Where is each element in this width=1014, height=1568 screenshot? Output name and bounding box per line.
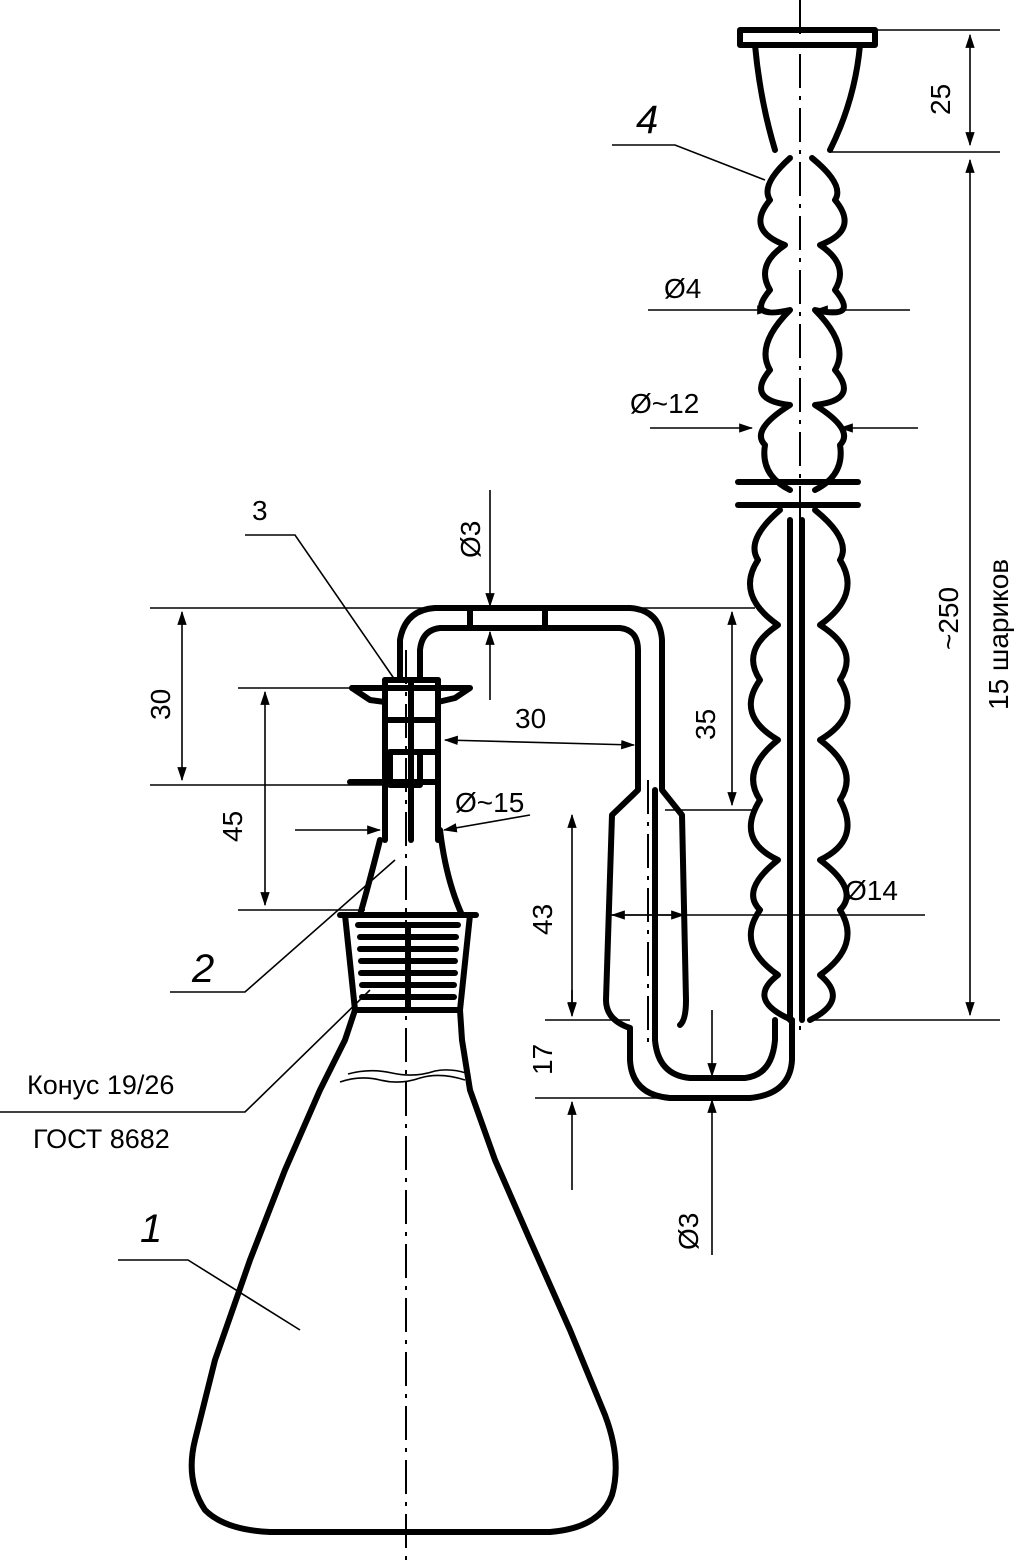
callout-tube: 3 [252, 495, 268, 526]
dimension-lines [150, 29, 1000, 1255]
dim-ball-count: 15 шариков [983, 559, 1014, 710]
callout-flask: 1 [140, 1207, 162, 1251]
callout-absorber: 4 [636, 98, 658, 142]
dim-trap-height-17: 17 [527, 1044, 558, 1075]
dim-top-neck-height: 25 [925, 84, 956, 115]
dim-ball-diameter: Ø~12 [630, 388, 699, 419]
flask-body [188, 1007, 619, 1535]
dim-side-height-45: 45 [217, 811, 248, 842]
dim-side-diameter-15: Ø~15 [455, 787, 524, 818]
dim-trap-height-35: 35 [690, 709, 721, 740]
inlet-tube [347, 677, 473, 843]
dim-bottom-tube-diameter: Ø3 [673, 1213, 704, 1250]
dim-trap-diameter-14: Ø14 [845, 875, 898, 906]
note-gost: ГОСТ 8682 [33, 1124, 170, 1154]
leader-lines [0, 144, 766, 1331]
dim-ball-column-height: ~250 [933, 587, 964, 650]
connecting-tube [397, 605, 795, 1101]
callout-adapter: 2 [191, 947, 214, 991]
note-cone: Конус 19/26 [27, 1070, 174, 1100]
absorber-column [735, 27, 878, 1023]
dim-side-height-30: 30 [145, 689, 176, 720]
dim-neck-diameter: Ø4 [664, 273, 701, 304]
adapter-joint [337, 827, 479, 1013]
dim-side-offset-30: 30 [515, 703, 546, 734]
dim-top-tube-diameter: Ø3 [455, 521, 486, 558]
dim-trap-height-43: 43 [527, 904, 558, 935]
